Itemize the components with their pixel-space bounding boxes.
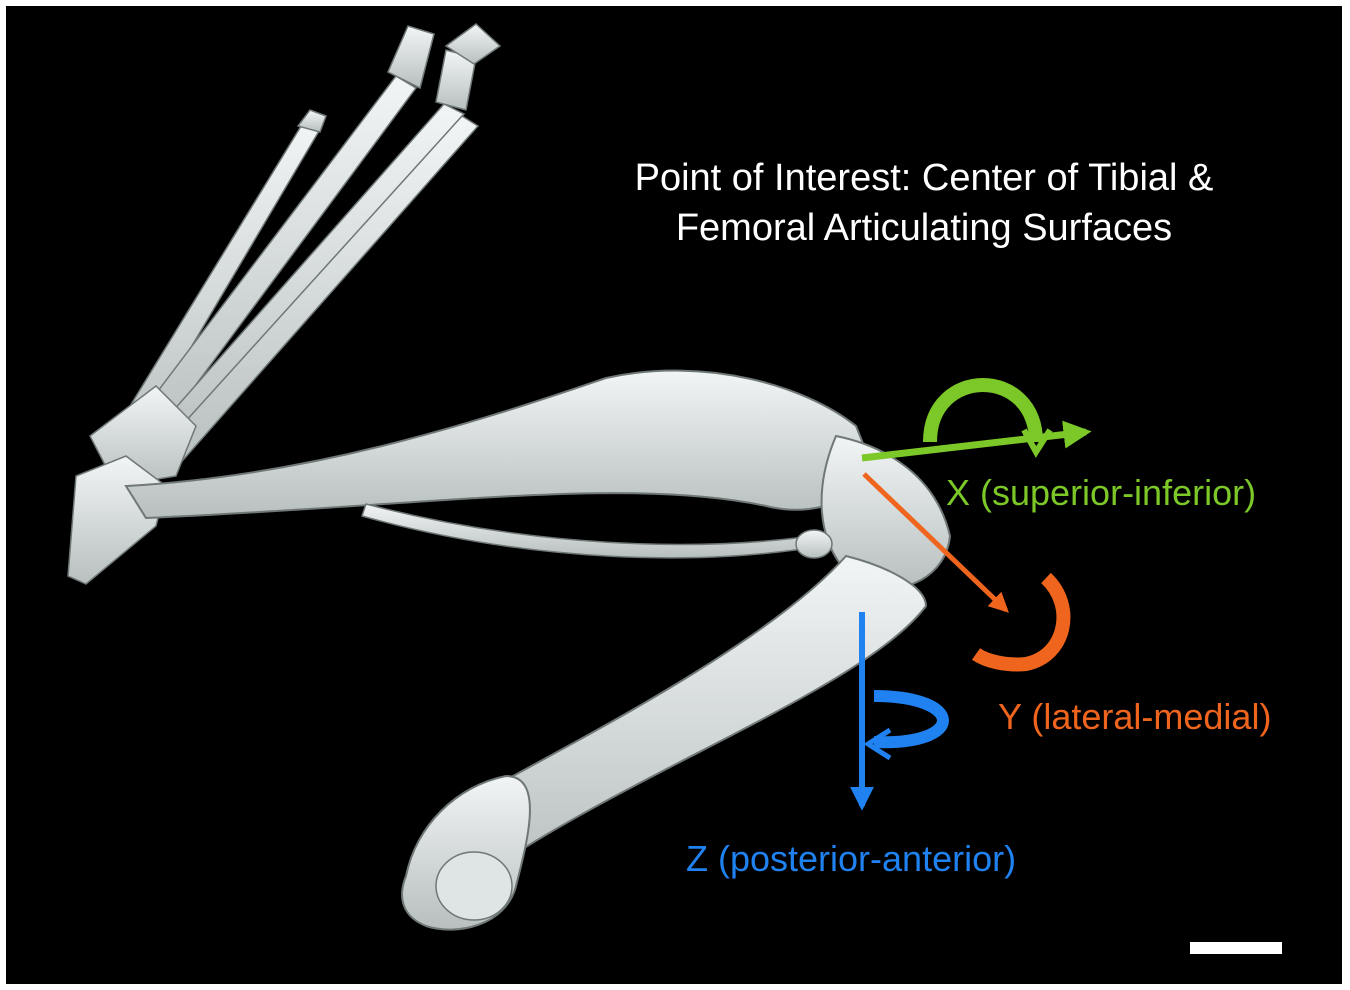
- patella-bone: [796, 530, 832, 558]
- x-axis-indicator: [862, 385, 1086, 458]
- title-line-2: Femoral Articulating Surfaces: [584, 204, 1264, 252]
- scale-bar: [1190, 942, 1282, 954]
- fibula-bone: [362, 504, 832, 558]
- y-axis-label: Y (lateral-medial): [998, 696, 1271, 738]
- title-line-1: Point of Interest: Center of Tibial &: [584, 154, 1264, 202]
- x-axis-label: X (superior-inferior): [946, 472, 1256, 514]
- figure-panel: Point of Interest: Center of Tibial & Fe…: [6, 6, 1342, 984]
- z-axis-label: Z (posterior-anterior): [686, 838, 1016, 880]
